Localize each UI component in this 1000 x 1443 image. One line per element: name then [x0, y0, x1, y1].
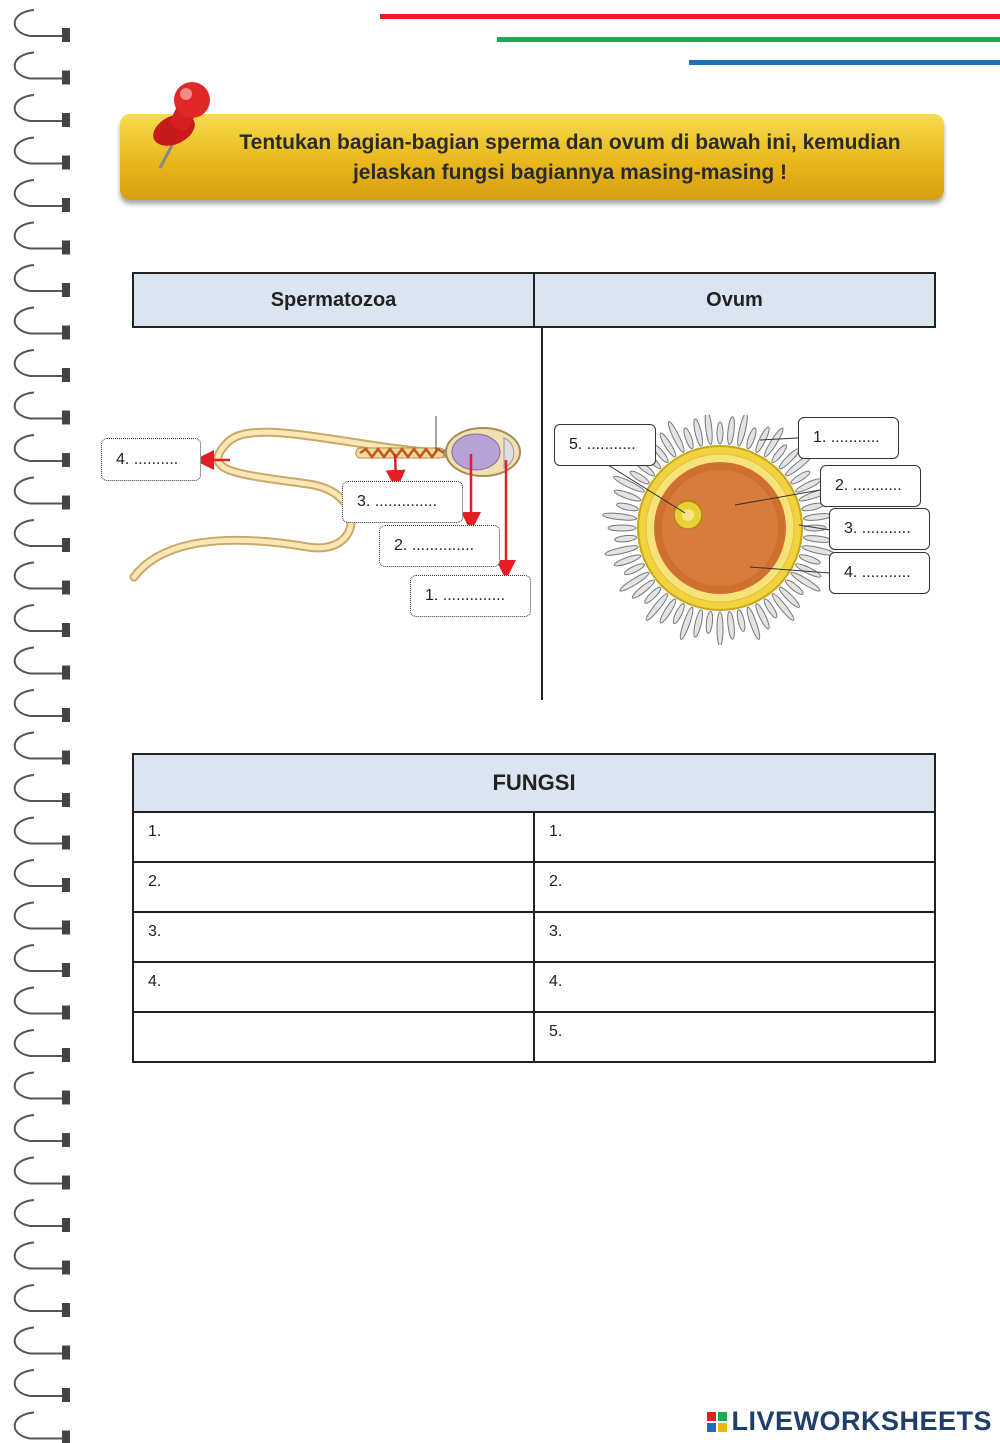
spiral-binding: [0, 0, 100, 1443]
fungsi-ovum-1[interactable]: 1.: [533, 811, 936, 863]
fungsi-ovum-3[interactable]: 3.: [533, 911, 936, 963]
ovum-label-5[interactable]: 5. ...........: [554, 424, 656, 466]
fungsi-title: FUNGSI: [132, 753, 936, 813]
fungsi-sperm-3[interactable]: 3.: [132, 911, 535, 963]
column-divider: [541, 328, 543, 700]
sperm-label-2[interactable]: 2. ..............: [379, 525, 500, 567]
fungsi-ovum-5[interactable]: 5.: [533, 1011, 936, 1063]
ovum-label-2[interactable]: 2. ...........: [820, 465, 921, 507]
table-row: 3. 3.: [132, 911, 936, 963]
liveworksheets-watermark: LIVEWORKSHEETS: [707, 1406, 992, 1437]
sperm-label-3[interactable]: 3. ..............: [342, 481, 463, 523]
decor-stripe-green: [497, 37, 1000, 42]
ovum-label-1[interactable]: 1. ...........: [798, 417, 899, 459]
sperm-label-1[interactable]: 1. ..............: [410, 575, 531, 617]
fungsi-sperm-empty: [132, 1011, 535, 1063]
diagram-header: Spermatozoa Ovum: [132, 272, 936, 328]
liveworksheets-logo-icon: [707, 1411, 728, 1432]
decor-stripe-red: [380, 14, 1000, 19]
fungsi-sperm-4[interactable]: 4.: [132, 961, 535, 1013]
sperm-pointer-arrows: [194, 450, 516, 580]
header-spermatozoa: Spermatozoa: [270, 288, 397, 311]
fungsi-ovum-4[interactable]: 4.: [533, 961, 936, 1013]
instruction-banner: Tentukan bagian-bagian sperma dan ovum d…: [120, 114, 944, 200]
ovum-illustration: [602, 415, 836, 645]
table-row: 2. 2.: [132, 861, 936, 913]
fungsi-ovum-2[interactable]: 2.: [533, 861, 936, 913]
watermark-text: LIVEWORKSHEETS: [731, 1406, 992, 1436]
header-ovum: Ovum: [533, 274, 934, 326]
fungsi-sperm-2[interactable]: 2.: [132, 861, 535, 913]
sperm-illustration: [129, 416, 521, 582]
table-row: 1. 1.: [132, 811, 936, 863]
pushpin-icon: [153, 82, 210, 169]
sperm-label-4[interactable]: 4. ..........: [101, 438, 201, 481]
ovum-label-3[interactable]: 3. ...........: [829, 508, 930, 550]
fungsi-sperm-1[interactable]: 1.: [132, 811, 535, 863]
instruction-text: Tentukan bagian-bagian sperma dan ovum d…: [239, 131, 901, 184]
ovum-label-4[interactable]: 4. ...........: [829, 552, 930, 594]
decor-stripe-blue: [689, 60, 1000, 65]
fungsi-table: FUNGSI 1. 1. 2. 2. 3. 3. 4. 4. 5.: [132, 753, 936, 1063]
table-row: 5.: [132, 1011, 936, 1063]
ovum-pointer-lines: [599, 437, 831, 574]
table-row: 4. 4.: [132, 961, 936, 1013]
